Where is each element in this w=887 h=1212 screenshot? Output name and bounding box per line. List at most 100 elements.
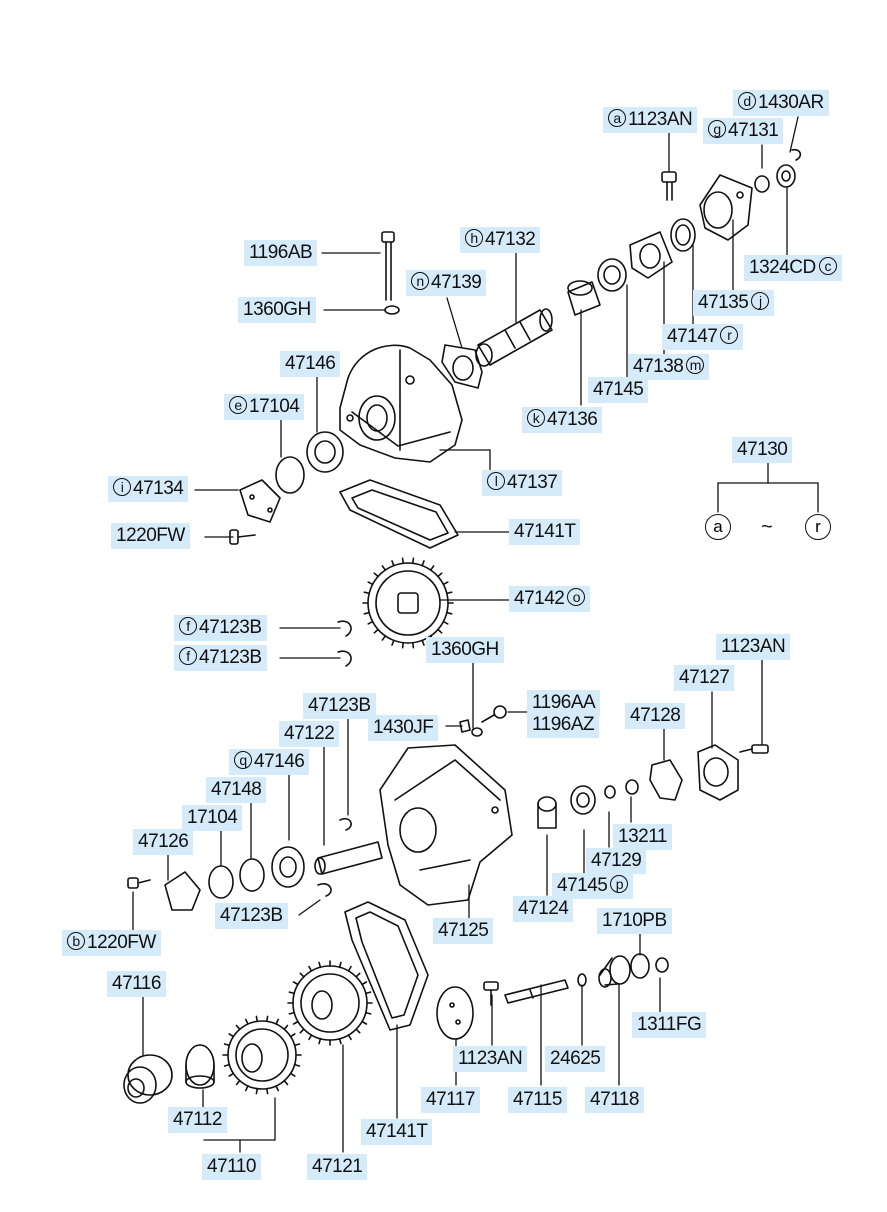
gear-tooth — [356, 1029, 360, 1033]
label-47130: 47130 — [732, 437, 793, 463]
label-47145-top: 47145 — [588, 377, 649, 403]
bushing-47124 — [538, 797, 556, 828]
washer-1360gh-top — [385, 306, 399, 314]
gear-tooth — [291, 1034, 295, 1037]
gear-tooth — [225, 1044, 230, 1045]
seal-47148 — [240, 859, 264, 891]
gasket-47128 — [650, 760, 682, 800]
shaft-47132 — [476, 309, 552, 366]
washer-47129 — [605, 786, 615, 798]
gear-tooth — [349, 1035, 352, 1039]
label-47141t-top: 47141T — [509, 519, 581, 545]
gear-tooth — [368, 622, 372, 624]
pulley-47116 — [124, 1055, 172, 1103]
cover-47127 — [698, 745, 738, 800]
legend-start-circle: a — [705, 514, 731, 540]
gear-tooth — [382, 566, 385, 570]
pin-1430jf — [460, 720, 470, 732]
cover-47126 — [165, 872, 200, 910]
label-1123an-low: 1123AN — [453, 1046, 528, 1072]
gear-tooth — [300, 973, 304, 977]
label-47129: 47129 — [586, 848, 647, 874]
label-47112: 47112 — [168, 1107, 227, 1133]
gear-tooth — [229, 1034, 233, 1037]
label-47125: 47125 — [433, 918, 494, 944]
case-47125 — [380, 745, 512, 905]
gear-tooth — [392, 640, 394, 645]
clip-47123b-low — [318, 884, 331, 896]
gasket-47141t-low — [345, 902, 428, 1030]
label-17104-mid: 17104 — [182, 805, 243, 831]
gear-tooth — [256, 1089, 257, 1094]
gear-tooth — [300, 1029, 304, 1033]
gear-tooth — [289, 1013, 294, 1014]
clip-47123b-mid — [340, 819, 351, 830]
gear-tooth — [256, 1016, 257, 1021]
label-47127: 47127 — [674, 665, 735, 691]
label-1710pb: 1710PB — [597, 908, 672, 934]
shaft-47115 — [505, 980, 568, 1003]
retainer-47138 — [630, 232, 672, 278]
label-47146-top: 47146 — [280, 351, 341, 377]
gear-tooth — [422, 640, 424, 645]
gear-tooth — [374, 573, 378, 576]
label-1360gh-top: 1360GH — [238, 297, 316, 323]
oring-17104-top — [276, 457, 304, 493]
gear-tooth — [309, 1035, 312, 1039]
gear-tooth — [284, 1081, 287, 1085]
bearing-47145-p — [571, 786, 595, 814]
gear-tooth — [294, 982, 298, 985]
seal-1710pb — [631, 954, 649, 978]
gear-tooth — [237, 1026, 240, 1030]
label-47110: 47110 — [202, 1154, 261, 1180]
pin-1430ar — [792, 150, 800, 160]
label-47123b-low: 47123B — [215, 903, 288, 929]
gear-tooth — [319, 962, 320, 967]
label-47122: 47122 — [279, 721, 340, 747]
bolt-1123an-top — [662, 172, 676, 200]
oring-24625 — [578, 974, 586, 986]
label-1196aa: 1196AA — [527, 690, 601, 716]
sleeve-47118 — [599, 956, 630, 987]
gear-tooth — [447, 613, 452, 614]
clip-47123b-f2 — [338, 651, 351, 666]
gear-tooth — [294, 1022, 298, 1025]
gear-tooth — [422, 561, 424, 566]
gear-tooth — [438, 630, 442, 633]
label-47121: 47121 — [307, 1154, 368, 1180]
gear-tooth — [382, 636, 385, 640]
gear-tooth — [366, 992, 371, 993]
gear-tooth — [276, 1020, 278, 1025]
label-1196ab: 1196AB — [244, 240, 318, 266]
label-47128: 47128 — [625, 703, 686, 729]
gear-tooth — [366, 1013, 371, 1014]
label-47117: 47117 — [421, 1087, 480, 1113]
gear-tooth — [364, 592, 369, 593]
label-47124: 47124 — [513, 896, 574, 922]
cover-47134 — [240, 480, 280, 522]
label-47123b-mid: 47123B — [303, 693, 376, 719]
gear-47121 — [288, 961, 372, 1045]
plate-47117 — [437, 987, 473, 1039]
bolt-1123an-low — [484, 982, 498, 1005]
gear-tooth — [267, 1016, 268, 1021]
label-47115: 47115 — [508, 1087, 567, 1113]
gear-tooth — [295, 1065, 300, 1066]
bolt-1196aa — [482, 706, 506, 722]
gear-tooth — [349, 967, 352, 971]
gear-tooth — [246, 1086, 248, 1091]
gear-tooth — [403, 558, 404, 563]
gear-47110 — [223, 1016, 301, 1093]
clip-47123b-f1 — [338, 621, 351, 636]
gear-tooth — [413, 643, 414, 648]
gear-tooth — [284, 1026, 287, 1030]
